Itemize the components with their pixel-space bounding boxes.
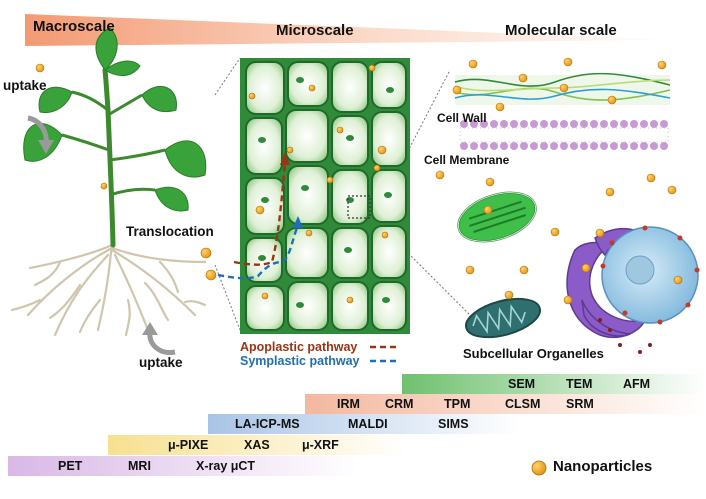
mitochondrion-illustration xyxy=(465,297,541,339)
technique-sims: SIMS xyxy=(438,417,469,431)
apoplastic-pathway-label: Apoplastic pathway xyxy=(240,340,358,354)
technique-sem: SEM xyxy=(508,377,536,391)
microscale-label: Microscale xyxy=(276,22,354,39)
nanoparticles xyxy=(35,57,683,305)
technique-mu-pixe: μ-PIXE xyxy=(168,438,209,452)
band-imaging xyxy=(8,456,358,476)
technique-irm: IRM xyxy=(337,397,360,411)
band-xray xyxy=(108,435,408,455)
chloroplast-illustration xyxy=(457,191,537,243)
nucleus-illustration xyxy=(600,225,700,325)
band-optical xyxy=(305,394,706,414)
cell-wall-illustration xyxy=(454,72,671,105)
subcellular-organelles-label: Subcellular Organelles xyxy=(463,346,604,361)
technique-afm: AFM xyxy=(623,377,651,391)
technique-clsm: CLSM xyxy=(505,397,541,411)
macroscale-label: Macroscale xyxy=(33,18,115,35)
technique-xray-uct: X-ray μCT xyxy=(196,459,256,473)
technique-srm: SRM xyxy=(566,397,594,411)
technique-tpm: TPM xyxy=(444,397,471,411)
uptake-leaf-label: uptake xyxy=(3,78,47,93)
band-electron xyxy=(402,374,706,394)
cell-wall-label: Cell Wall xyxy=(437,111,487,125)
nanoparticles-legend-label: Nanoparticles xyxy=(553,458,653,475)
technique-maldi: MALDI xyxy=(348,417,388,431)
plant-illustration xyxy=(10,27,207,356)
translocation-label: Translocation xyxy=(126,224,214,239)
symplastic-pathway-label: Symplastic pathway xyxy=(240,354,360,368)
nanoparticle-legend-dot xyxy=(531,460,547,476)
uptake-root-label: uptake xyxy=(139,355,183,370)
technique-xas: XAS xyxy=(244,438,270,452)
technique-mri: MRI xyxy=(128,459,151,473)
technique-crm: CRM xyxy=(385,397,414,411)
tissue-illustration xyxy=(217,58,410,334)
scale-arrow xyxy=(25,14,680,46)
cell-membrane-illustration xyxy=(459,120,669,150)
technique-la-icp-ms: LA-ICP-MS xyxy=(235,417,300,431)
technique-tem: TEM xyxy=(566,377,593,391)
technique-mu-xrf: μ-XRF xyxy=(302,438,339,452)
band-mass-spec xyxy=(208,414,520,434)
molecular-scale-label: Molecular scale xyxy=(505,22,617,39)
technique-pet: PET xyxy=(58,459,83,473)
cell-membrane-label: Cell Membrane xyxy=(424,153,510,167)
